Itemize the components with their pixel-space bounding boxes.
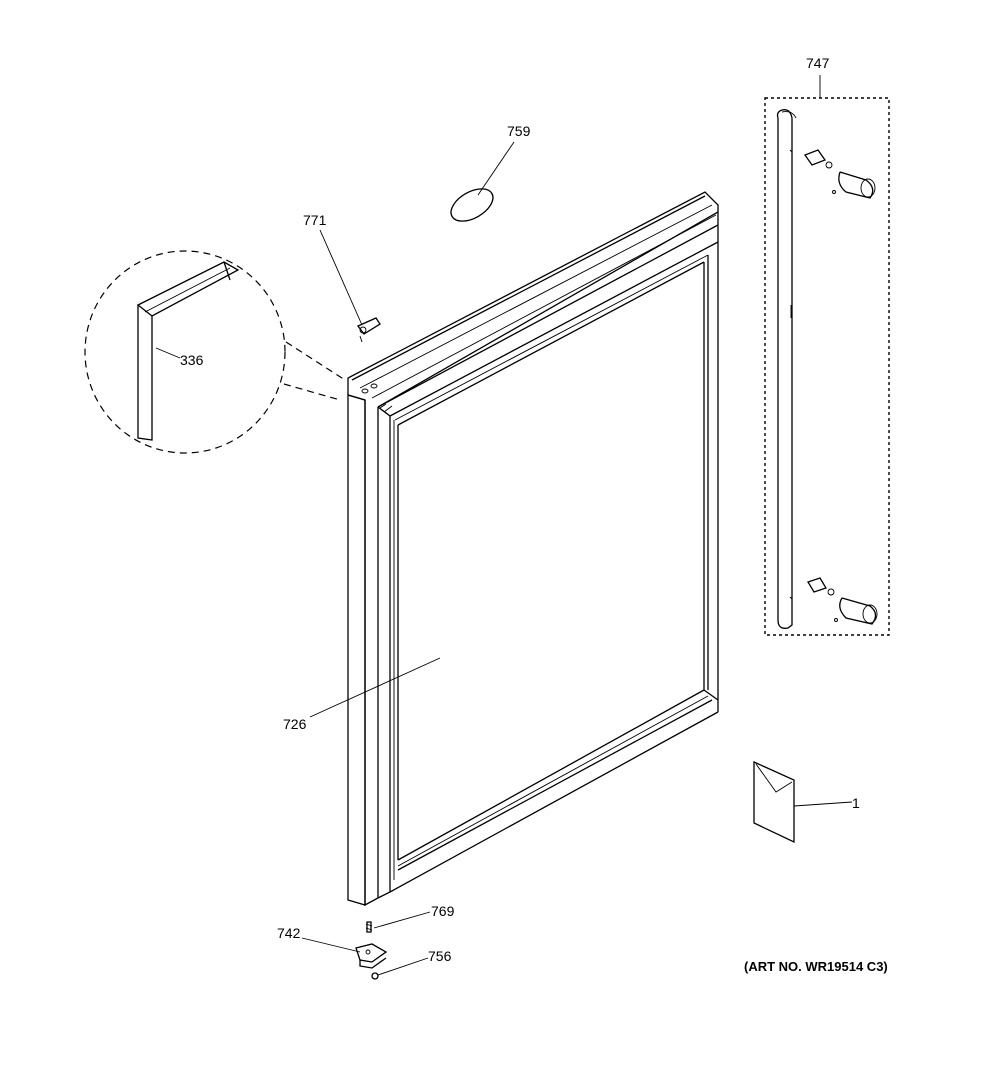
door-frame: [347, 191, 719, 907]
detail-circle-336: [84, 250, 346, 454]
label-771: 771: [303, 212, 327, 228]
label-759: 759: [507, 123, 531, 139]
part-1-card: [753, 760, 795, 844]
part-747-handle-kit: [764, 97, 890, 636]
part-759-oval: [450, 188, 494, 222]
label-742: 742: [277, 925, 301, 941]
part-771-clip: [356, 317, 381, 343]
label-769: 769: [431, 903, 455, 919]
art-number: (ART NO. WR19514 C3): [744, 959, 888, 974]
label-336: 336: [180, 352, 204, 368]
leader-lines: [155, 75, 853, 976]
label-756: 756: [428, 948, 452, 964]
label-726: 726: [283, 716, 307, 732]
part-742-hinge: [355, 943, 388, 969]
part-756-screw: [371, 972, 379, 980]
label-747: 747: [806, 55, 830, 71]
part-769-screw: [365, 921, 373, 933]
label-1: 1: [852, 795, 860, 811]
